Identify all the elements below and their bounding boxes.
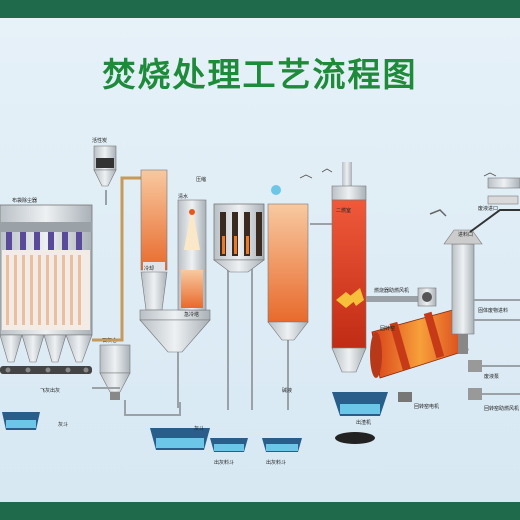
bottom-basins — [210, 438, 302, 452]
ash-bin-mid-label: 灰斗 — [194, 425, 204, 432]
spray-tower — [177, 199, 207, 311]
burner-fan — [366, 287, 437, 307]
lime-water-label: 清水 — [178, 193, 188, 200]
pressure-air-label: 压缩 — [196, 176, 206, 183]
fly-ash-label: 飞灰出灰 — [40, 387, 60, 394]
slag-basin — [332, 392, 388, 444]
decor-birds — [299, 168, 497, 179]
secondary-chamber — [331, 162, 367, 373]
waste-liquid-label: 废液进口 — [478, 205, 498, 212]
solid-waste-label: 固体废物进料 — [478, 307, 508, 314]
activated-carbon-label: 活性炭 — [92, 137, 107, 144]
bag-filter — [0, 204, 93, 374]
ash-bin-label: 灰斗 — [58, 421, 68, 428]
tower-b-label: 碱液 — [282, 387, 292, 394]
kiln-motor-label: 回转窑电机 — [414, 403, 439, 410]
second-chamber-label: 二燃室 — [336, 207, 351, 214]
kiln-motor — [398, 392, 412, 402]
feed-system — [429, 177, 520, 400]
outlet-label: 出渣机 — [356, 419, 371, 426]
spray-tower-label: 急冷塔 — [184, 311, 199, 318]
activated-carbon-bin — [93, 145, 117, 187]
bag-filter-label: 布袋除尘器 — [12, 197, 37, 204]
quench-label: 冷却 — [144, 265, 154, 272]
wet-scrubber — [267, 185, 309, 341]
burner-label: 燃烧器助燃风机 — [374, 287, 409, 294]
rotary-kiln-label: 回转窑 — [380, 325, 395, 332]
flue-duct — [92, 176, 142, 342]
discharge-2-label: 出灰料斗 — [266, 459, 286, 466]
discharge-1-label: 出灰料斗 — [214, 459, 234, 466]
feeder-label: 废液泵 — [484, 373, 499, 380]
reaction-tower — [213, 203, 265, 273]
rotary-kiln — [370, 307, 469, 379]
middle-basin — [150, 428, 210, 450]
quench-tower — [139, 169, 211, 353]
lime-bin — [99, 344, 131, 400]
feed-port-label: 进料口 — [458, 231, 473, 238]
diagram-title: 焚烧处理工艺流程图 — [102, 55, 418, 94]
left-basin — [2, 412, 40, 430]
kiln-feeder-label: 回转窑助燃风机 — [484, 405, 519, 412]
